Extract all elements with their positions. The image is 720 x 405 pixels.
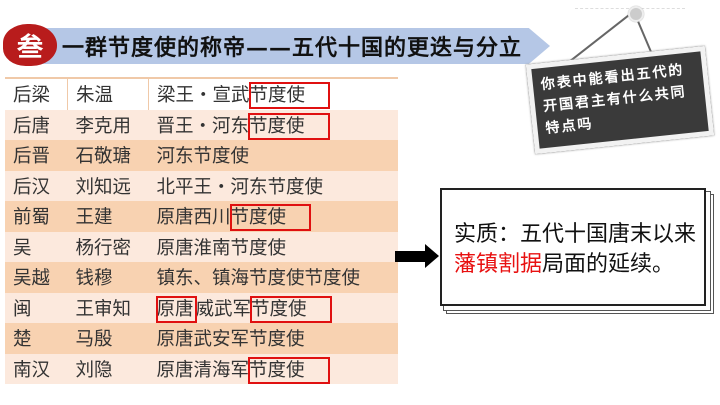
cell-origin: 原唐西川节度使 [148, 201, 398, 232]
cell-founder: 马殷 [67, 323, 149, 354]
conclusion-highlight: 藩镇割据 [454, 252, 543, 277]
table-row: 后晋石敬瑭河东节度使 [5, 140, 398, 171]
table-row: 后汉刘知远北平王・河东节度使 [5, 170, 398, 201]
table-row: 楚马殷原唐武安军节度使 [5, 323, 398, 354]
pin-icon [628, 6, 644, 22]
question-sign: 你表中能看出五代的开国君主有什么共同特点吗 [525, 45, 715, 155]
cell-dynasty: 吴 [5, 231, 68, 262]
conclusion-suffix: 局面的延续。 [542, 252, 675, 277]
cell-founder: 朱温 [67, 77, 149, 110]
cell-origin: 原唐淮南节度使 [148, 231, 398, 262]
table-row: 吴杨行密原唐淮南节度使 [5, 231, 398, 262]
highlighted-text: 节度使 [229, 204, 312, 232]
arrow-head-icon [425, 244, 439, 268]
cell-founder: 刘知远 [67, 170, 149, 201]
cell-dynasty: 后晋 [5, 140, 68, 171]
highlighted-text: 节度使 [248, 82, 331, 110]
cell-dynasty: 南汉 [5, 353, 68, 384]
conclusion-card: 实质：五代十国唐末以来藩镇割据局面的延续。 [440, 188, 706, 306]
origin-text: 原唐清海军 [156, 359, 250, 381]
table-row: 南汉刘隐原唐清海军节度使 [5, 353, 398, 384]
origin-text: 原唐西川 [156, 207, 231, 229]
highlighted-text: 节度使 [248, 356, 330, 384]
cell-founder: 刘隐 [67, 353, 149, 384]
origin-text: 原唐淮南节度使 [156, 237, 287, 259]
cell-dynasty: 吴越 [5, 262, 68, 293]
page-title: 一群节度使的称帝——五代十国的更迭与分立 [62, 35, 523, 61]
arrow-icon [395, 251, 427, 262]
origin-text: 威武军 [195, 298, 252, 320]
table-row: 前蜀王建原唐西川节度使 [5, 201, 398, 232]
cell-founder: 李克用 [67, 109, 149, 140]
table-row: 后梁朱温梁王・宣武节度使 [5, 77, 398, 110]
highlighted-text: 节度使 [250, 295, 332, 323]
cell-founder: 石敬瑭 [67, 140, 149, 171]
conclusion-prefix: 实质：五代十国唐末以来 [454, 222, 697, 247]
cell-dynasty: 后梁 [5, 77, 68, 110]
table-row: 吴越钱穆镇东、镇海节度使节度使 [5, 262, 398, 293]
origin-text: 镇东、镇海节度使节度使 [156, 268, 361, 290]
origin-text: 晋王・河东 [156, 115, 250, 137]
cell-dynasty: 后汉 [5, 170, 68, 201]
origin-text: 北平王・河东节度使 [156, 176, 324, 198]
table-row: 闽王审知原唐威武军节度使 [5, 292, 398, 323]
cell-origin: 原唐清海军节度使 [148, 353, 398, 384]
section-seal-icon: 叁 [3, 24, 57, 66]
dynasty-table: 后梁朱温梁王・宣武节度使后唐李克用晋王・河东节度使后晋石敬瑭河东节度使后汉刘知远… [5, 77, 398, 384]
cell-origin: 晋王・河东节度使 [148, 109, 398, 140]
cell-origin: 镇东、镇海节度使节度使 [148, 262, 398, 293]
origin-text: 原唐武安军节度使 [156, 329, 305, 351]
cell-dynasty: 楚 [5, 323, 68, 354]
cell-origin: 原唐威武军节度使 [148, 292, 398, 323]
origin-text: 河东节度使 [156, 146, 250, 168]
cell-dynasty: 后唐 [5, 109, 68, 140]
cell-dynasty: 闽 [5, 292, 68, 323]
cell-origin: 河东节度使 [148, 140, 398, 171]
cell-founder: 钱穆 [67, 262, 149, 293]
origin-text: 梁王・宣武 [157, 85, 250, 107]
cell-origin: 原唐武安军节度使 [148, 323, 398, 354]
cell-dynasty: 前蜀 [5, 201, 68, 232]
cell-origin: 梁王・宣武节度使 [148, 77, 398, 110]
table-row: 后唐李克用晋王・河东节度使 [5, 109, 398, 140]
title-banner [20, 28, 550, 64]
cell-founder: 王建 [67, 201, 149, 232]
highlighted-text: 节度使 [248, 112, 330, 140]
cell-founder: 杨行密 [67, 231, 149, 262]
cell-founder: 王审知 [67, 292, 149, 323]
cell-origin: 北平王・河东节度使 [148, 170, 398, 201]
highlighted-text: 原唐 [155, 295, 197, 323]
